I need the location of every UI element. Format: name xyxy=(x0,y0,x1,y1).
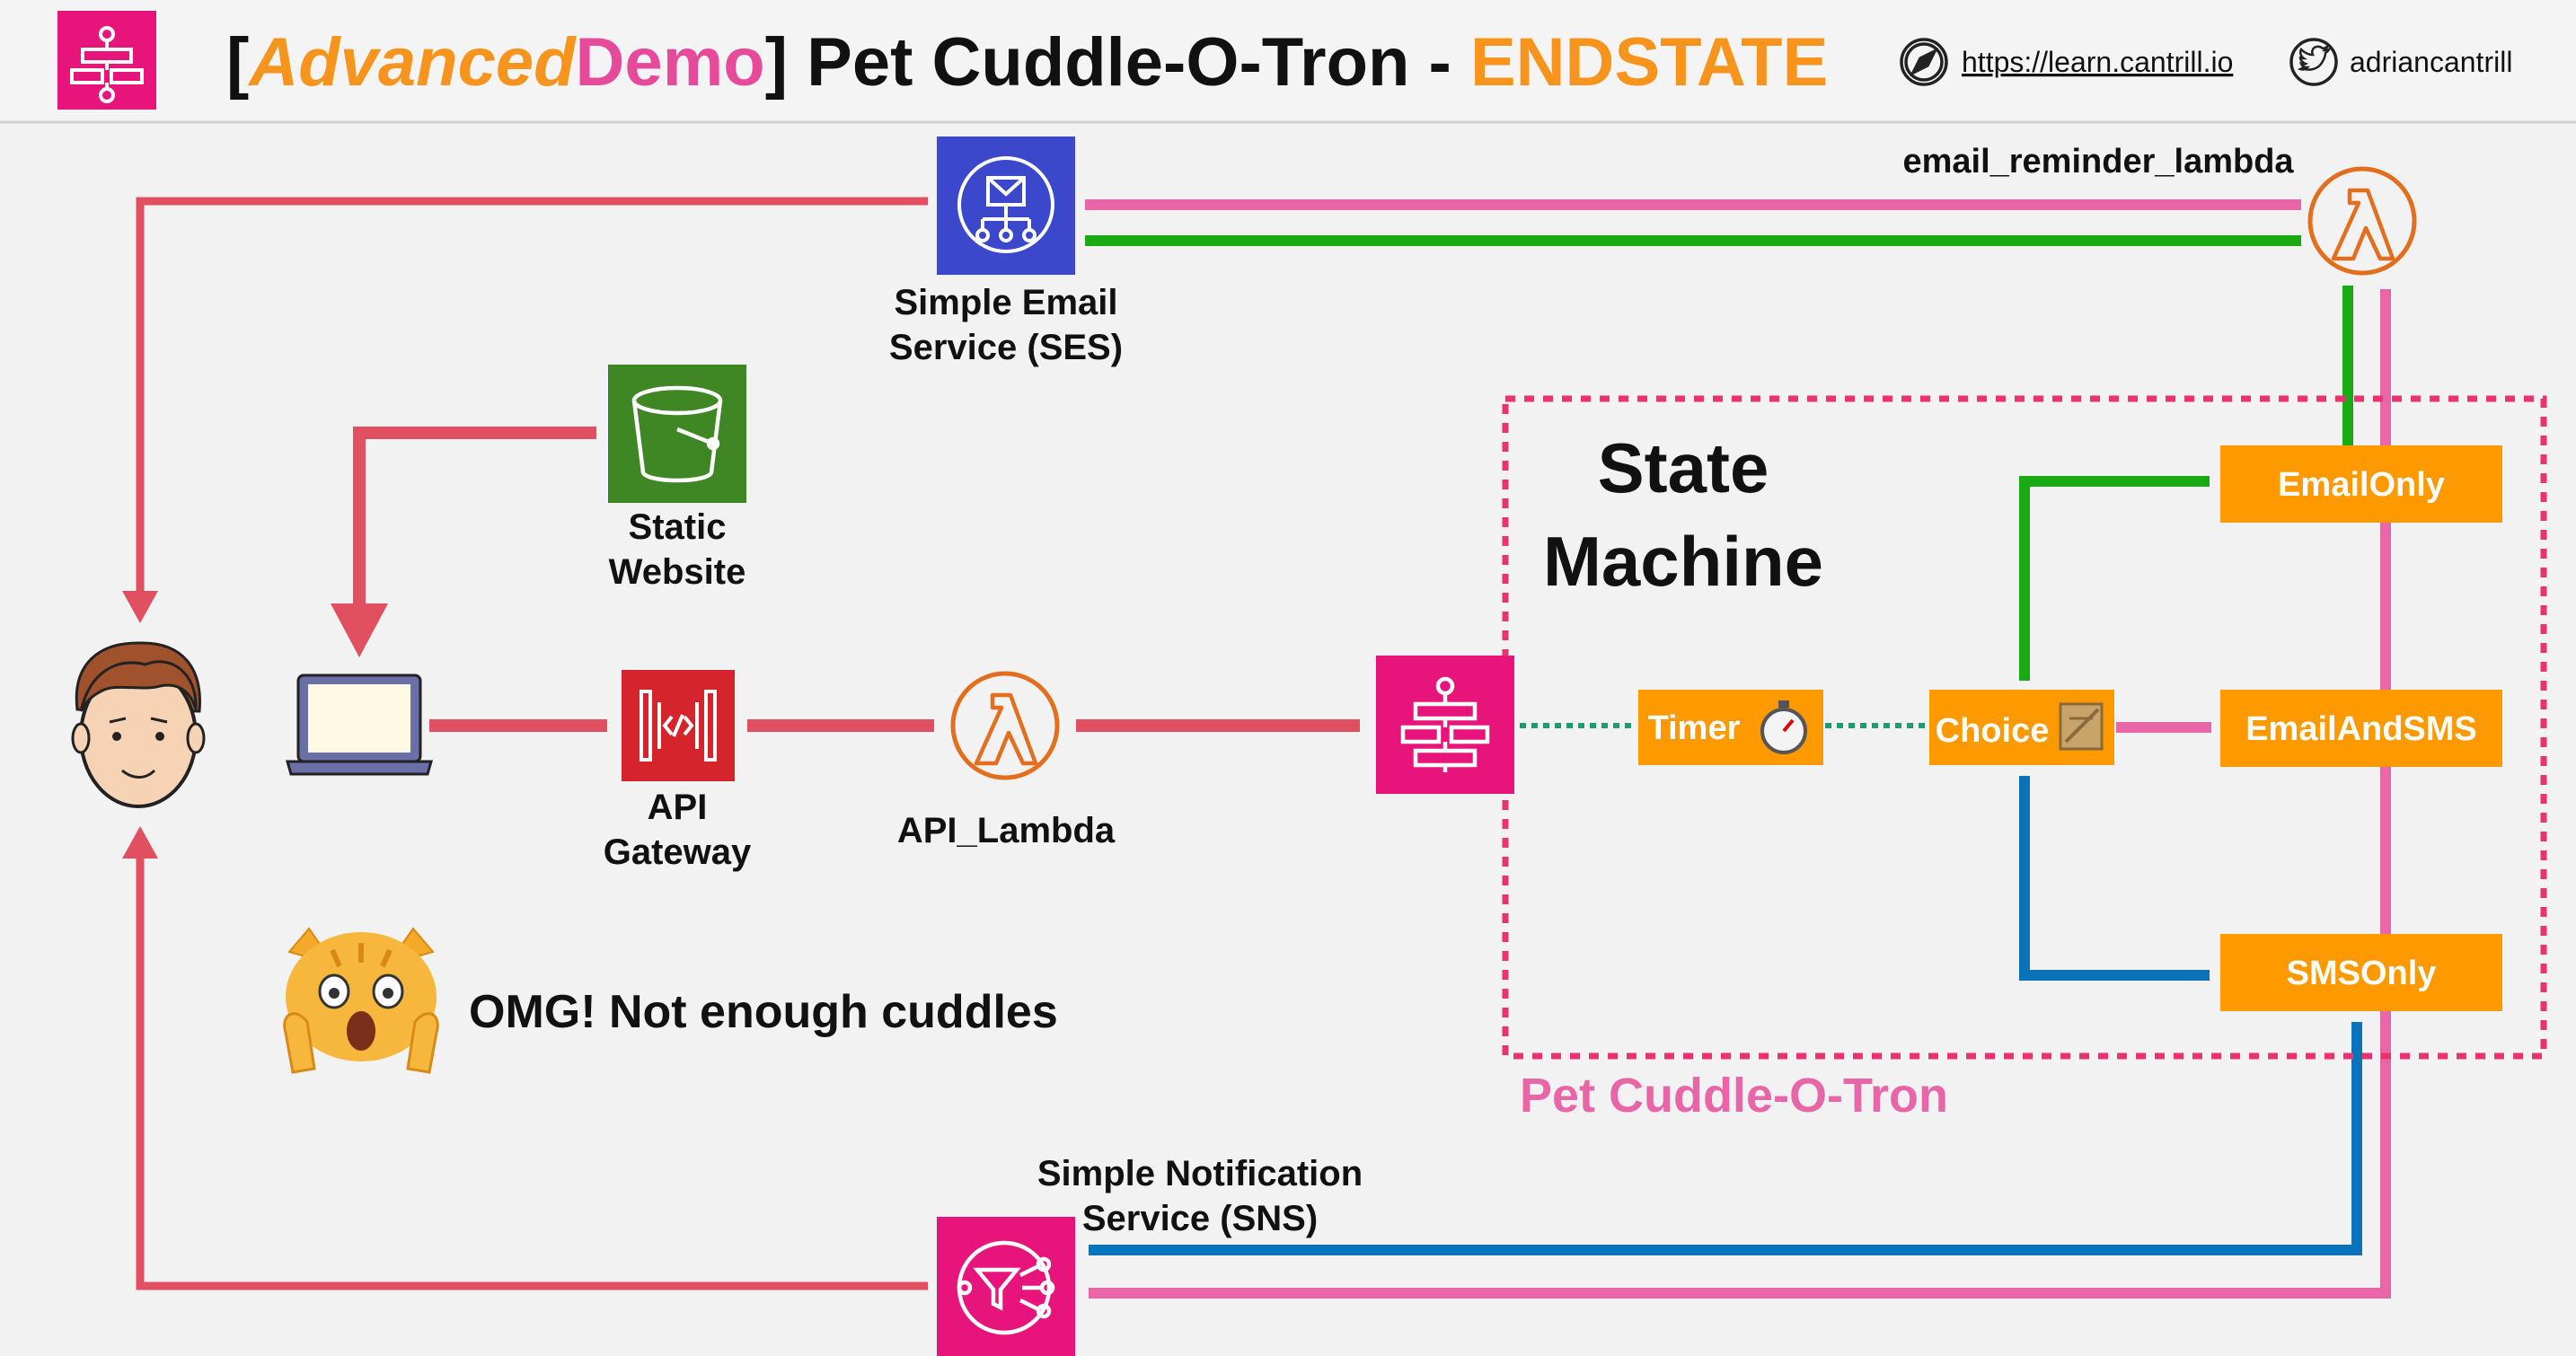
email-lambda-icon xyxy=(2307,166,2417,276)
compass-icon xyxy=(1900,38,1948,86)
page-title: [AdvancedDemo] Pet Cuddle-O-Tron - ENDST… xyxy=(226,24,1828,101)
laptop-icon xyxy=(286,674,433,776)
api-lambda-symbol xyxy=(974,692,1038,766)
sns-label-line2: Service (SNS) xyxy=(1082,1199,1318,1238)
choice-to-emailonly-line xyxy=(2019,476,2210,681)
s3-node[interactable]: Static Website xyxy=(608,365,746,592)
s3-to-laptop-line xyxy=(353,427,596,607)
email-lambda-symbol xyxy=(2331,188,2395,261)
header-bar xyxy=(0,0,2576,122)
ses-to-user-line xyxy=(136,197,928,591)
emailonly-label: EmailOnly xyxy=(2278,466,2445,504)
title-demo: Demo xyxy=(576,24,765,101)
ses-label-line1: Simple Email xyxy=(895,283,1118,322)
title-main: Pet Cuddle-O-Tron - xyxy=(788,24,1470,101)
title-endstate: ENDSTATE xyxy=(1470,24,1828,101)
timer-label: Timer xyxy=(1648,709,1741,747)
api-lambda-node[interactable]: API_Lambda xyxy=(897,671,1116,850)
twitter-handle[interactable]: adriancantrill xyxy=(2350,46,2512,78)
smsonly-box xyxy=(2220,934,2502,1011)
state-email-only[interactable]: EmailOnly xyxy=(2220,445,2502,523)
emailandsms-box xyxy=(2220,690,2502,767)
emailonly-box xyxy=(2220,445,2502,523)
arrow-down-laptop xyxy=(331,603,388,657)
step-functions-icon xyxy=(1400,676,1490,772)
emailandsms-to-sns-pink-line xyxy=(1089,289,2391,1299)
s3-label-line1: Static xyxy=(629,507,727,547)
state-machine-label-line1: State xyxy=(1598,428,1769,507)
website-link[interactable]: https://learn.cantrill.io xyxy=(1962,46,2233,78)
sns-to-user-line xyxy=(136,859,928,1290)
group-label: Pet Cuddle-O-Tron xyxy=(1520,1069,1948,1123)
stopwatch-icon xyxy=(1760,700,1807,754)
ses-label-line2: Service (SES) xyxy=(889,328,1123,367)
cat-message: OMG! Not enough cuddles xyxy=(469,986,1058,1038)
connections xyxy=(122,197,2391,1299)
state-email-and-sms[interactable]: EmailAndSMS xyxy=(2220,690,2502,767)
step-functions-logo-icon xyxy=(57,11,156,110)
api-gateway-label-line1: API xyxy=(648,788,708,827)
state-choice[interactable]: Choice xyxy=(1929,690,2114,765)
bucket-icon xyxy=(631,385,723,483)
s3-label-line2: Website xyxy=(609,552,746,592)
choice-label: Choice xyxy=(1936,712,2050,750)
state-timer[interactable]: Timer xyxy=(1638,690,1823,765)
arrow-down-user-top xyxy=(122,591,158,623)
email-reminder-lambda-node[interactable]: email_reminder_lambda xyxy=(1902,143,2417,276)
state-machine-label-line2: Machine xyxy=(1543,522,1823,601)
screaming-cat-icon xyxy=(283,927,439,1074)
api-gateway-icon xyxy=(640,690,717,762)
signpost-icon xyxy=(2059,702,2104,751)
twitter-icon xyxy=(2289,38,2338,86)
api-gateway-node[interactable]: API Gateway xyxy=(604,670,752,872)
smsonly-label: SMSOnly xyxy=(2287,955,2437,992)
arrow-up-user-bottom xyxy=(122,826,158,859)
ses-node[interactable]: Simple Email Service (SES) xyxy=(889,136,1123,367)
sns-label-line1: Simple Notification xyxy=(1037,1154,1363,1193)
sns-node[interactable]: Simple Notification Service (SNS) xyxy=(937,1154,1363,1356)
emailandsms-label: EmailAndSMS xyxy=(2245,710,2477,748)
choice-to-smsonly-line xyxy=(2019,776,2210,981)
title-advanced: Advanced xyxy=(247,24,577,101)
title-bracket-open: [ xyxy=(226,24,249,101)
state-sms-only[interactable]: SMSOnly xyxy=(2220,934,2502,1011)
smsonly-to-sns-blue-line xyxy=(1089,1022,2362,1255)
step-functions-node[interactable] xyxy=(1376,656,1514,794)
api-lambda-label: API_Lambda xyxy=(897,811,1116,850)
email-lambda-label: email_reminder_lambda xyxy=(1902,143,2294,181)
api-gateway-label-line2: Gateway xyxy=(604,832,752,872)
ses-icon xyxy=(957,156,1054,253)
api-lambda-icon xyxy=(950,671,1060,780)
sns-icon xyxy=(957,1240,1055,1335)
header: [AdvancedDemo] Pet Cuddle-O-Tron - ENDST… xyxy=(0,0,2576,124)
user-avatar-icon xyxy=(71,641,206,808)
title-bracket-close: ] xyxy=(765,24,788,101)
